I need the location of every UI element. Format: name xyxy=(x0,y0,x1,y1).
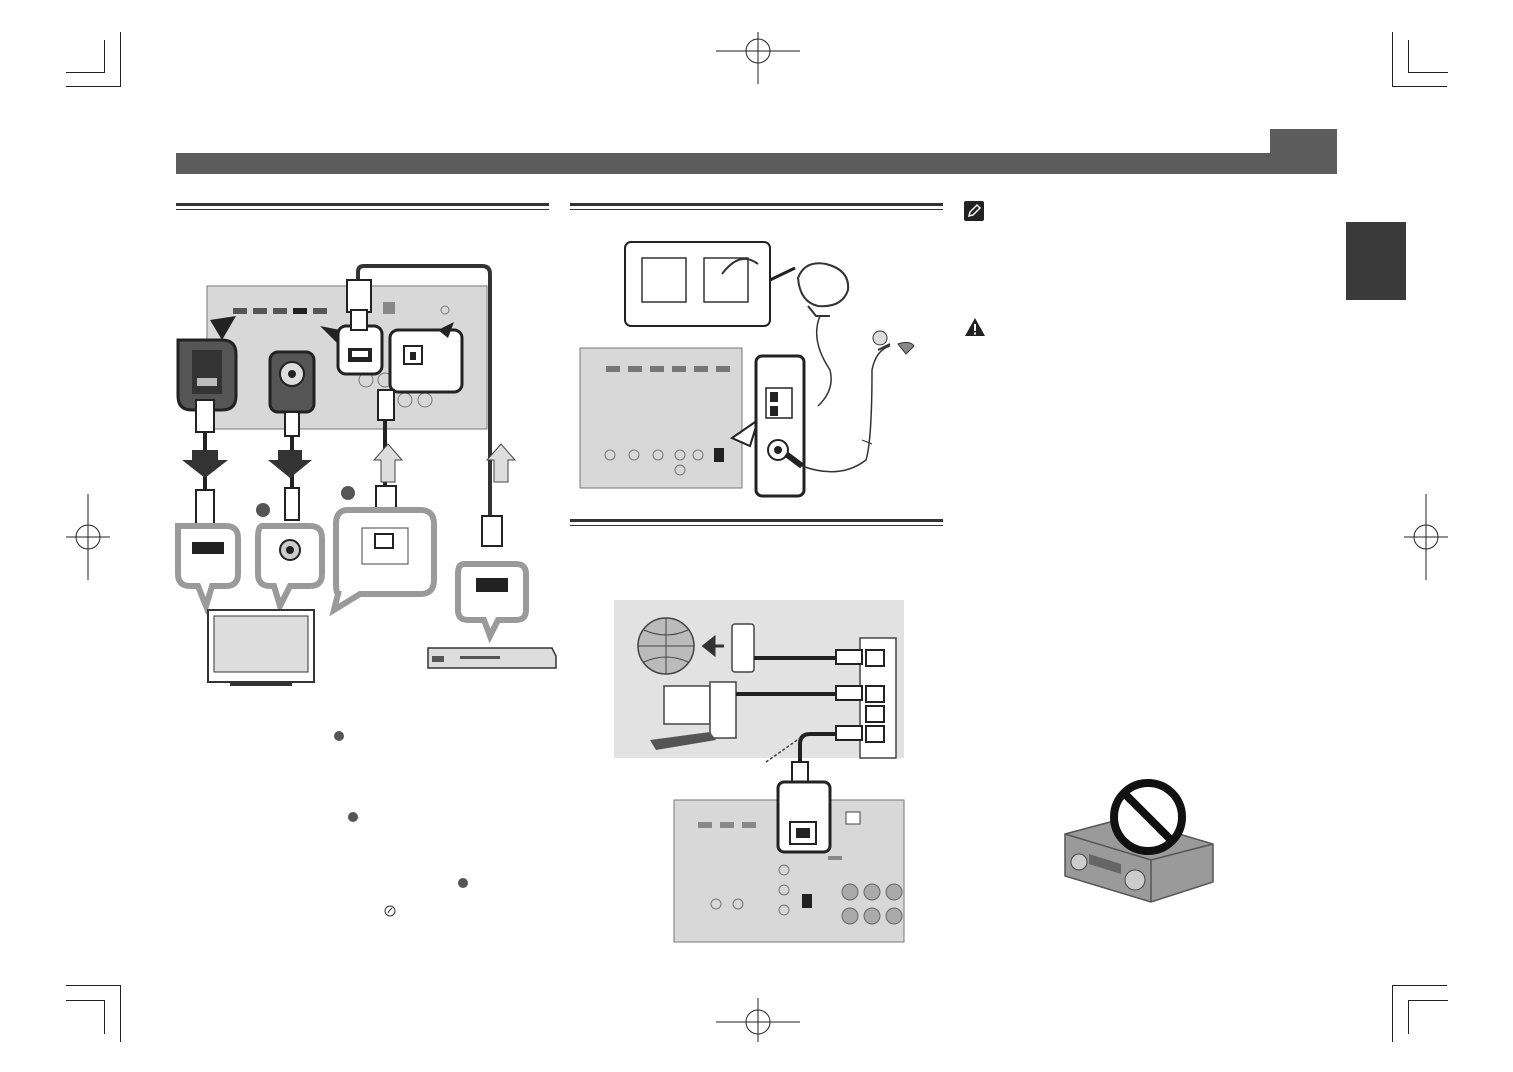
registration-mark-top xyxy=(716,32,800,84)
small-pencil-icon xyxy=(384,905,396,917)
registration-mark-bottom xyxy=(716,998,800,1042)
registration-mark-right xyxy=(1404,494,1448,580)
section-rule-hdmi-thin xyxy=(176,209,549,210)
section-rule-antenna-thin xyxy=(570,209,943,210)
bullet-dot-2 xyxy=(348,812,358,822)
section-rule-network-thin xyxy=(570,525,943,526)
crop-mark-tr-v xyxy=(1392,32,1393,87)
crop-mark-tr-v2 xyxy=(1408,40,1409,73)
warning-triangle-icon xyxy=(965,318,985,336)
antenna-connection-diagram xyxy=(579,241,915,498)
section-rule-antenna-thick xyxy=(570,203,943,206)
callout-dot-b xyxy=(341,486,355,500)
crop-mark-bl-h xyxy=(66,985,121,986)
bullet-dot-3 xyxy=(458,878,468,888)
registration-mark-left xyxy=(66,494,110,580)
section-rule-hdmi-thick xyxy=(176,203,549,206)
section-rule-network-thick xyxy=(570,519,943,522)
bullet-dot-1 xyxy=(334,731,344,741)
crop-mark-br-h xyxy=(1392,985,1447,986)
crop-mark-br-v2 xyxy=(1408,1000,1409,1034)
receiver-ventilation-warning xyxy=(1064,779,1214,903)
header-bar xyxy=(176,153,1337,174)
crop-mark-tr-h xyxy=(1392,86,1447,87)
crop-mark-br-v xyxy=(1392,985,1393,1042)
crop-mark-br-h2 xyxy=(1408,1000,1448,1001)
crop-mark-bl-h2 xyxy=(66,1000,104,1001)
crop-mark-bl-v2 xyxy=(104,1000,105,1034)
crop-mark-tr-h2 xyxy=(1408,72,1448,73)
callout-dot-a xyxy=(256,503,270,517)
header-page-tab xyxy=(1270,129,1337,174)
side-language-tab xyxy=(1346,222,1406,300)
crop-mark-bl-v xyxy=(120,985,121,1042)
crop-mark-tl-h3 xyxy=(66,72,104,73)
network-connection-diagram xyxy=(614,600,905,943)
hdmi-connection-diagram xyxy=(175,264,557,686)
crop-mark-tl-v2 xyxy=(104,40,105,73)
crop-mark-tl-h xyxy=(66,86,121,87)
crop-mark-tl-v xyxy=(120,32,121,87)
note-pencil-icon xyxy=(964,201,984,221)
